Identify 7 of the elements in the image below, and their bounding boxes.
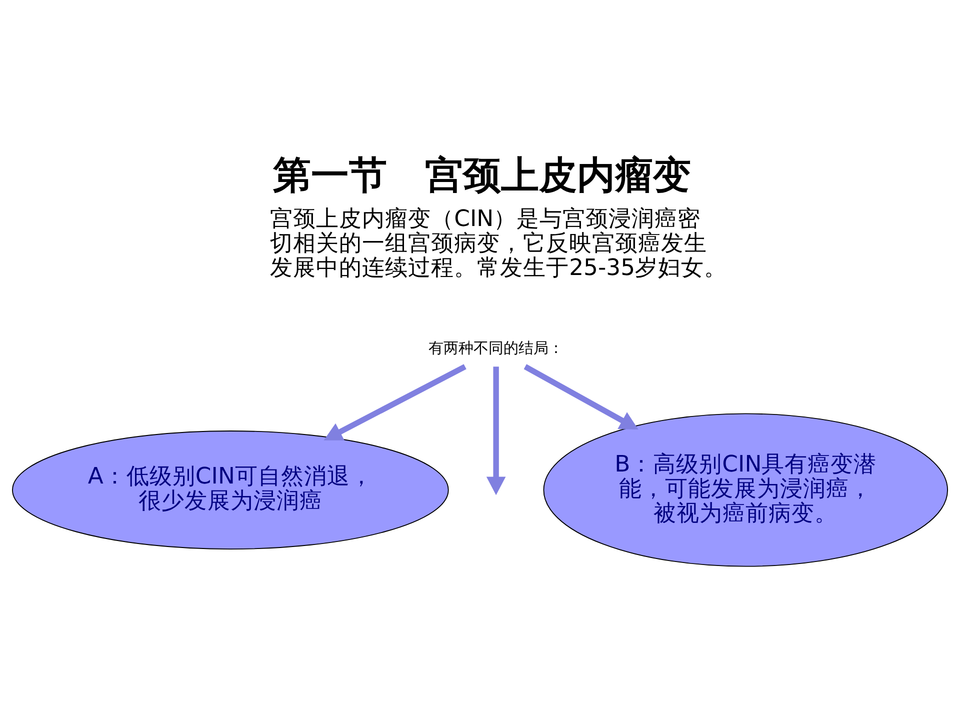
arrow bbox=[524, 364, 638, 430]
label: 宫颈上皮内瘤变（CIN）是与宫颈浸润癌密切相关的一组宫颈病变，它反映宫颈癌发生发展中的连续过程。常发生于25-35岁妇女。 bbox=[270, 205, 728, 281]
arrow bbox=[324, 364, 466, 440]
node-text: 有两种不同的结局： bbox=[428, 338, 564, 357]
diagram-title: 第一节 宫颈上皮内瘤变 bbox=[272, 152, 691, 196]
arrow bbox=[486, 366, 506, 495]
node-ellipse: A：低级别CIN可自然消退，很少发展为浸润癌 bbox=[12, 430, 449, 550]
